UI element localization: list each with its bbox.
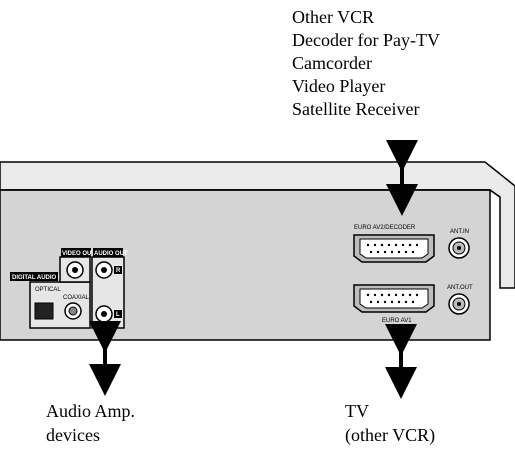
coaxial-label: COAXIAL: [63, 295, 90, 301]
audio-amp-line-2: devices: [46, 425, 100, 445]
audio-video-output-section: DIGITAL AUDIO OUT VIDEO OUT AUDIO OUT OP…: [10, 248, 128, 329]
tv-line-2: (other VCR): [345, 425, 436, 445]
connection-arrows: [89, 140, 418, 399]
device-other-vcr: Other VCR: [292, 7, 375, 27]
ant-in-label: ANT.IN: [450, 229, 469, 235]
euro-av1-connector: EURO AV1: [353, 284, 435, 324]
audio-amp-label: Audio Amp. devices: [46, 399, 135, 447]
audio-l-label: L: [116, 312, 120, 318]
connectable-devices-list: Other VCR Decoder for Pay-TV Camcorder V…: [292, 6, 440, 121]
euro-av2-connector: EURO AV2/DECODER: [353, 225, 435, 263]
antenna-section: ANT.IN ANT.OUT: [447, 229, 473, 315]
tv-line-1: TV: [345, 401, 369, 421]
video-out-label: VIDEO OUT: [62, 251, 95, 257]
ant-out-label: ANT.OUT: [447, 285, 473, 291]
audio-amp-line-1: Audio Amp.: [46, 401, 136, 421]
audio-r-label: R: [116, 268, 121, 274]
device-camcorder: Camcorder: [292, 53, 372, 73]
digital-audio-out-label: DIGITAL AUDIO OUT: [12, 275, 71, 281]
audio-out-label: AUDIO OUT: [94, 251, 128, 257]
optical-jack: [34, 302, 54, 320]
device-video-player: Video Player: [292, 76, 386, 96]
optical-label: OPTICAL: [35, 287, 61, 293]
device-satellite-receiver: Satellite Receiver: [292, 99, 420, 119]
euro-av1-label: EURO AV1: [382, 318, 412, 324]
tv-label: TV (other VCR): [345, 399, 435, 447]
device-decoder: Decoder for Pay-TV: [292, 30, 440, 50]
euro-av2-label: EURO AV2/DECODER: [354, 225, 416, 231]
